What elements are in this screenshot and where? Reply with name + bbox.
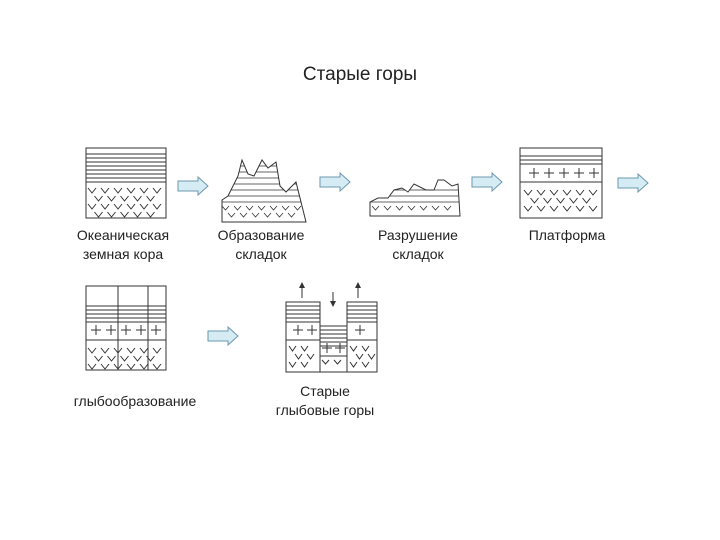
flow-arrow-icon [177, 175, 209, 197]
caption-folding: Образование складок [217, 227, 305, 262]
oceanic-crust-block [85, 147, 167, 219]
caption-destruction: Разрушение складок [378, 227, 458, 262]
page-title: Старые горы [302, 64, 418, 85]
folding-block [221, 158, 307, 223]
flow-arrow-icon [319, 171, 351, 193]
old-block-mountains-block [285, 282, 378, 373]
flow-arrow-icon [617, 172, 649, 194]
caption-block-formation: глыбообразование [73, 393, 197, 409]
caption-platform: Платформа [528, 227, 606, 243]
destruction-block [369, 179, 461, 217]
subsidence-arrow-icon [330, 292, 336, 307]
block-formation-block [85, 285, 167, 371]
uplift-arrow-icon [299, 282, 361, 298]
flow-arrow-icon [207, 325, 239, 347]
flow-arrow-icon [471, 171, 503, 193]
caption-old-block-mountains: Старые глыбовые горы [275, 383, 375, 418]
caption-oceanic-crust: Океаническая земная кора [76, 227, 170, 262]
platform-block [519, 147, 603, 219]
flow-arrows [177, 171, 649, 347]
